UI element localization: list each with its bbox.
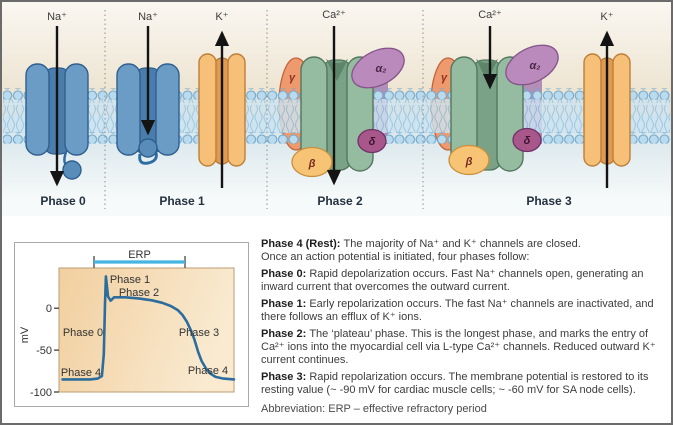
erp-label: ERP [128, 249, 151, 261]
inactivation-ball [62, 160, 82, 180]
ion-label-na: Na⁺ [47, 11, 67, 23]
paragraph-text: Rapid depolarization occurs. Fast Na⁺ ch… [261, 268, 644, 293]
paragraph-text: Early repolarization occurs. The fast Na… [261, 298, 654, 323]
action-potential-curve [61, 275, 236, 381]
phase-term: Phase 3: [261, 371, 310, 383]
beta-label: β [308, 158, 316, 170]
plot-area [58, 267, 235, 393]
phase-section-label: Phase 2 [317, 194, 363, 208]
delta-label: δ [524, 135, 531, 147]
paragraph: Phase 0: Rapid depolarization occurs. Fa… [261, 268, 667, 294]
phase-term: Phase 2: [261, 328, 310, 340]
ion-label-na: Na⁺ [138, 11, 158, 23]
delta-label: δ [369, 136, 376, 148]
phase-term: Phase 1: [261, 298, 310, 310]
paragraph-text: The majority of Na⁺ and K⁺ channels are … [343, 238, 581, 250]
plot-annotation: Phase 3 [179, 327, 219, 339]
paragraph-text: Rapid repolarization occurs. The membran… [261, 371, 649, 396]
paragraph: Once an action potential is initiated, f… [261, 251, 667, 264]
paragraph: Phase 2: The ‘plateau’ phase. This is th… [261, 328, 667, 367]
delta-subunit [512, 127, 542, 153]
alpha2-subunit [351, 47, 405, 89]
alpha2-subunit [505, 44, 559, 86]
gamma-label: γ [289, 72, 296, 84]
paragraph-text: Abbreviation: ERP – effective refractory… [261, 403, 487, 415]
y-tick-label: 0 [46, 303, 52, 315]
paragraph: Phase 4 (Rest): The majority of Na⁺ and … [261, 238, 667, 251]
phase-section-label: Phase 0 [40, 194, 86, 208]
alpha2-label: α₂ [375, 63, 386, 75]
y-tick-label: -50 [36, 345, 52, 357]
paragraph-text: Once an action potential is initiated, f… [261, 251, 530, 263]
ion-label-ca: Ca²⁺ [322, 9, 346, 21]
gamma-label: γ [441, 72, 448, 84]
beta-subunit [448, 144, 490, 176]
paragraph-text: The ‘plateau’ phase. This is the longest… [261, 328, 656, 366]
delta-subunit [357, 128, 387, 154]
phase-term: Phase 0: [261, 268, 310, 280]
phase-section-label: Phase 3 [526, 194, 572, 208]
beta-subunit [291, 146, 333, 178]
description-panel: Phase 4 (Rest): The majority of Na⁺ and … [261, 238, 667, 420]
plot-annotation: Phase 4 [188, 365, 228, 377]
beta-label: β [465, 156, 473, 168]
phase-section-label: Phase 1 [159, 194, 205, 208]
plot-annotation: Phase 0 [63, 327, 103, 339]
alpha2-label: α₂ [529, 60, 540, 72]
ion-label-ca: Ca²⁺ [478, 9, 502, 21]
membrane-diagram: γ α₂ δ β γ α₂ δ β [2, 2, 671, 216]
action-potential-graph-box: ERP 0 -50 -100 mV Phase 1 Phase 2 Phase … [14, 242, 249, 407]
abbreviation-note: Abbreviation: ERP – effective refractory… [261, 403, 667, 416]
potassium-channel-phase1 [198, 53, 246, 167]
plot-annotation: Phase 2 [119, 287, 159, 299]
y-tick-label: -100 [30, 387, 52, 399]
plot-annotation: Phase 1 [110, 274, 150, 286]
paragraph: Phase 3: Rapid repolarization occurs. Th… [261, 371, 667, 397]
plot-annotation: Phase 4 [61, 367, 101, 379]
action-potential-plot: ERP 0 -50 -100 mV Phase 1 Phase 2 Phase … [19, 249, 236, 399]
phase-term: Phase 4 (Rest): [261, 238, 344, 250]
paragraph: Phase 1: Early repolarization occurs. Th… [261, 298, 667, 324]
inactivation-ball [138, 138, 158, 158]
ion-label-k: K⁺ [215, 11, 228, 23]
ion-label-k: K⁺ [600, 11, 613, 23]
inactivation-tether [138, 152, 158, 165]
y-axis-label: mV [19, 326, 31, 343]
